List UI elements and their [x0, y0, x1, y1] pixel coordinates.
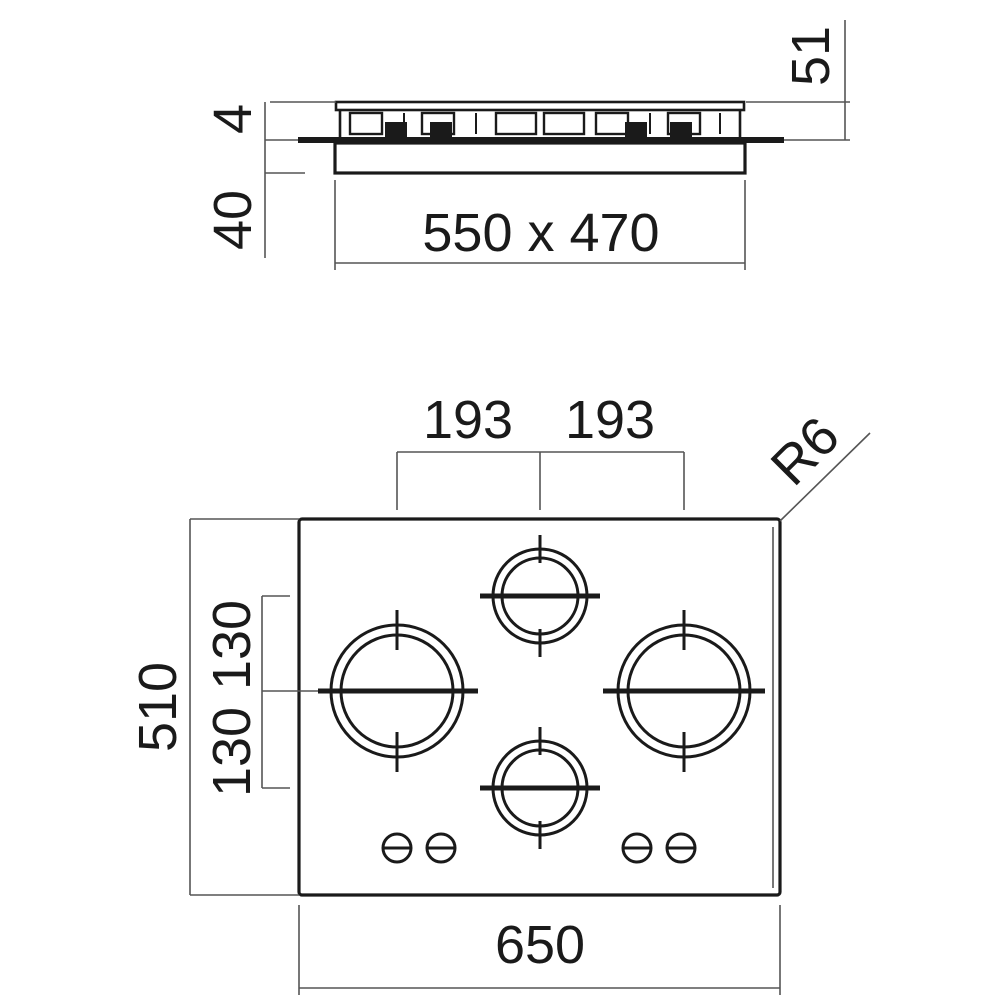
burner-right	[603, 610, 765, 772]
knob-1	[381, 832, 413, 864]
depth-dimension: 510	[128, 662, 188, 752]
side-view: 51 4 40 550 x 470	[203, 20, 850, 270]
corner-radius-leader	[779, 432, 871, 522]
control-knobs-right	[621, 832, 697, 864]
glass-thickness-dimension: 4	[203, 104, 263, 134]
knob-2	[425, 832, 457, 864]
burner-left	[318, 610, 478, 772]
spacing-left-dimension: 193	[423, 390, 513, 450]
lower-offset-dimension: 130	[202, 707, 262, 797]
glass-top-plate	[298, 137, 784, 143]
knob-4	[665, 832, 697, 864]
width-dimension: 650	[495, 915, 585, 975]
burner-top	[480, 535, 600, 657]
burner-caps-side	[385, 122, 692, 137]
corner-radius-dimension: R6	[760, 406, 851, 497]
hob-top-outline	[297, 517, 782, 897]
depth-below-dimension: 40	[203, 190, 263, 250]
top-view: 193 193 R6 510 130 130 650	[128, 390, 871, 995]
hob-body	[333, 141, 747, 175]
height-above-dimension: 51	[781, 26, 841, 86]
upper-offset-dimension: 130	[202, 600, 262, 690]
spacing-right-dimension: 193	[565, 390, 655, 450]
knob-3	[621, 832, 653, 864]
burner-bottom	[480, 727, 600, 849]
control-knobs-left	[381, 832, 457, 864]
cutout-dimension: 550 x 470	[422, 203, 659, 263]
